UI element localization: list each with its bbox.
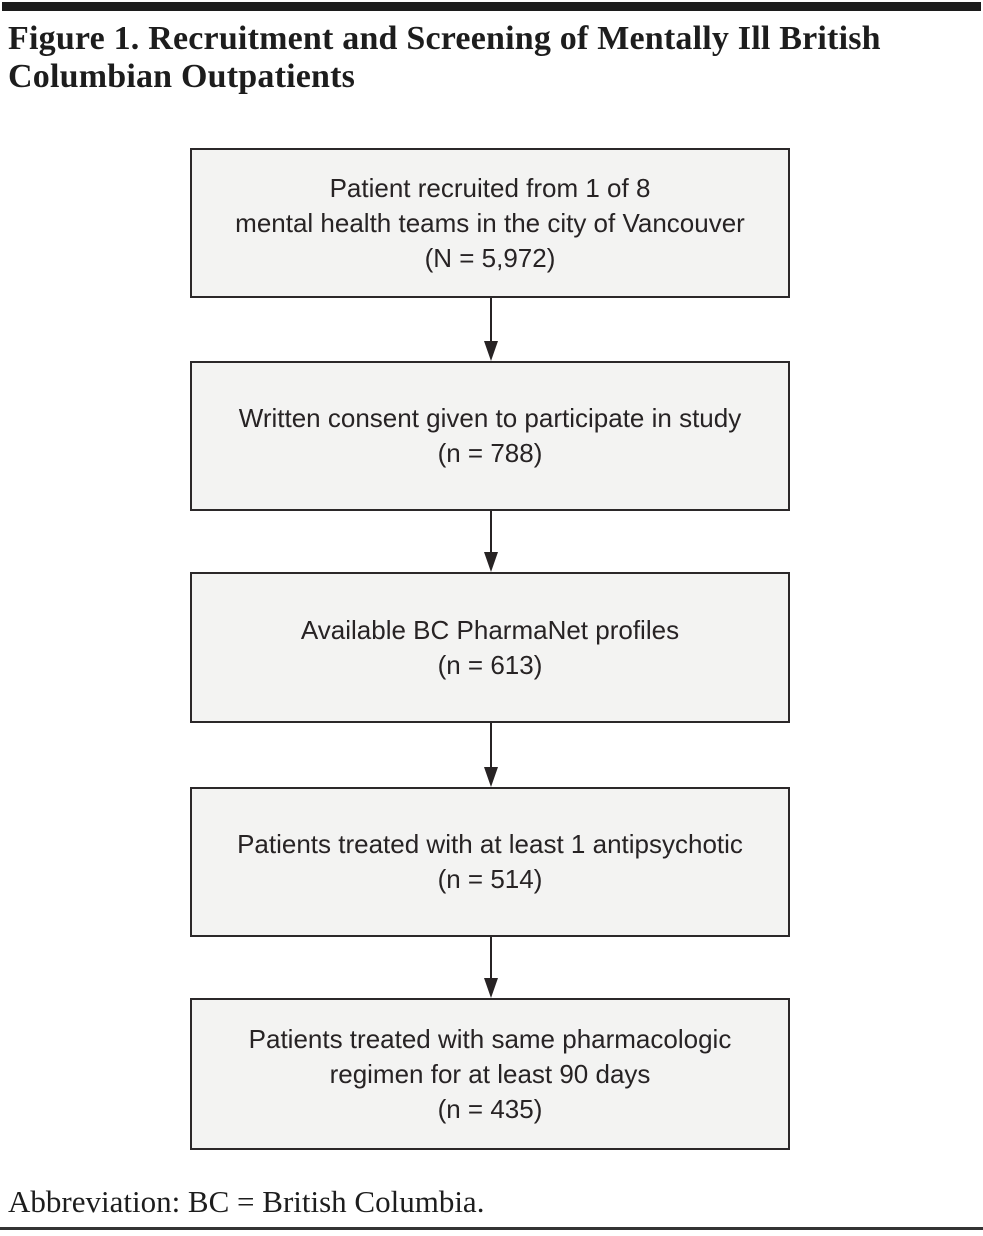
abbreviation-note: Abbreviation: BC = British Columbia. — [8, 1184, 485, 1219]
box-line: Patients treated with same pharmacologic — [248, 1023, 732, 1054]
flow-box-stable-regimen: Patients treated with same pharmacologic… — [190, 998, 790, 1150]
figure-title-line-2: Columbian Outpatients — [8, 58, 356, 95]
flow-box-recruitment: Patient recruited from 1 of 8 mental hea… — [190, 148, 790, 298]
box-line: mental health teams in the city of Vanco… — [235, 207, 745, 238]
flow-box-consent: Written consent given to participate in … — [190, 361, 790, 511]
arrow-down-icon — [484, 341, 498, 361]
flow-box-antipsychotic: Patients treated with at least 1 antipsy… — [190, 787, 790, 937]
bottom-rule — [0, 1227, 983, 1230]
arrow-line — [490, 511, 492, 558]
box-line: Patients treated with at least 1 antipsy… — [237, 829, 743, 859]
flow-arrow — [483, 298, 499, 361]
box-line: Written consent given to participate in … — [238, 403, 742, 433]
box-line: (n = 788) — [437, 438, 543, 468]
arrow-line — [490, 937, 492, 984]
arrow-down-icon — [484, 552, 498, 572]
box-line: (n = 613) — [437, 649, 543, 680]
top-rule — [2, 2, 981, 11]
flow-arrow — [483, 511, 499, 572]
box-line: (n = 514) — [437, 864, 543, 894]
arrow-down-icon — [484, 978, 498, 998]
box-line: (N = 5,972) — [424, 242, 556, 273]
arrow-line — [490, 298, 492, 347]
flow-arrow — [483, 937, 499, 998]
arrow-line — [490, 723, 492, 773]
box-line: (n = 435) — [437, 1093, 543, 1124]
arrow-down-icon — [484, 767, 498, 787]
flow-arrow — [483, 723, 499, 787]
figure-title-line-1: Figure 1. Recruitment and Screening of M… — [8, 20, 881, 57]
flow-box-pharmanet: Available BC PharmaNet profiles (n = 613… — [190, 572, 790, 723]
box-line: Available BC PharmaNet profiles — [300, 614, 680, 645]
box-line: Patient recruited from 1 of 8 — [329, 172, 651, 203]
figure-title: Figure 1. Recruitment and Screening of M… — [8, 20, 968, 96]
box-line: regimen for at least 90 days — [329, 1058, 651, 1089]
